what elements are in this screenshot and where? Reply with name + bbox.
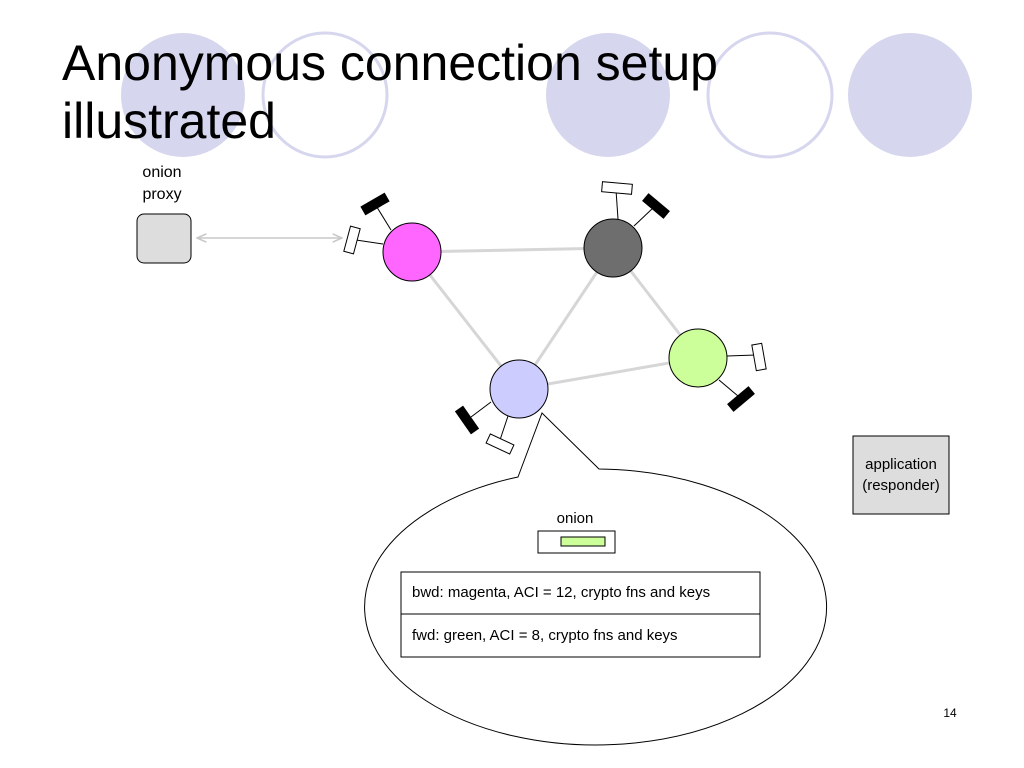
title-line-2: illustrated — [62, 93, 276, 149]
onion-proxy-label: onion proxy — [118, 162, 206, 206]
decor-circle-filled — [121, 33, 245, 157]
connector-stem — [470, 401, 492, 418]
decor-circle-ring — [706, 31, 834, 159]
page-number: 14 — [943, 706, 957, 720]
connector-white — [343, 225, 361, 255]
onion-label: onion — [556, 510, 594, 527]
onion-proxy-label-line-1: onion — [142, 164, 182, 181]
network-links — [410, 246, 700, 391]
connector-white — [485, 433, 515, 455]
connector-stem — [499, 415, 509, 441]
connector-stem — [374, 203, 392, 231]
connector-white — [751, 342, 767, 372]
decor-circle-ring — [261, 31, 389, 159]
onion-packet-fill — [560, 536, 606, 547]
connector-stem — [718, 379, 739, 397]
decorative-circles — [121, 31, 972, 159]
onion-proxy-box — [136, 213, 192, 264]
application-box — [852, 435, 950, 515]
decor-circle-filled — [546, 33, 670, 157]
connector-stem — [615, 189, 619, 220]
application-label-line-2: (responder) — [862, 477, 940, 494]
application-label-line-1: application — [865, 456, 937, 473]
connector-black — [642, 193, 670, 219]
link-blue-green — [518, 356, 699, 391]
connector-stem — [633, 207, 654, 227]
connector-stem — [355, 239, 384, 245]
connector-stem — [726, 354, 757, 357]
router-node-magenta — [382, 222, 442, 282]
title-line-1: Anonymous connection setup — [62, 35, 718, 91]
state-row-backward: bwd: magenta, ACI = 12, crypto fns and k… — [412, 584, 711, 601]
onion-routers — [382, 218, 728, 419]
decor-circle-filled — [848, 33, 972, 157]
connector-black — [360, 192, 390, 216]
router-node-blue — [489, 359, 549, 419]
link-magenta-dark — [411, 246, 614, 254]
connector-white — [601, 181, 633, 195]
connector-black — [727, 386, 755, 412]
slide-title: Anonymous connection setup illustrated — [62, 34, 862, 150]
node-connectors — [343, 181, 767, 455]
connector-black — [454, 405, 480, 435]
state-row-forward: fwd: green, ACI = 8, crypto fns and keys — [412, 627, 678, 644]
router-node-green — [668, 328, 728, 388]
router-node-dark — [583, 218, 643, 278]
application-label: application (responder) — [853, 454, 949, 496]
onion-proxy-label-line-2: proxy — [142, 186, 182, 203]
